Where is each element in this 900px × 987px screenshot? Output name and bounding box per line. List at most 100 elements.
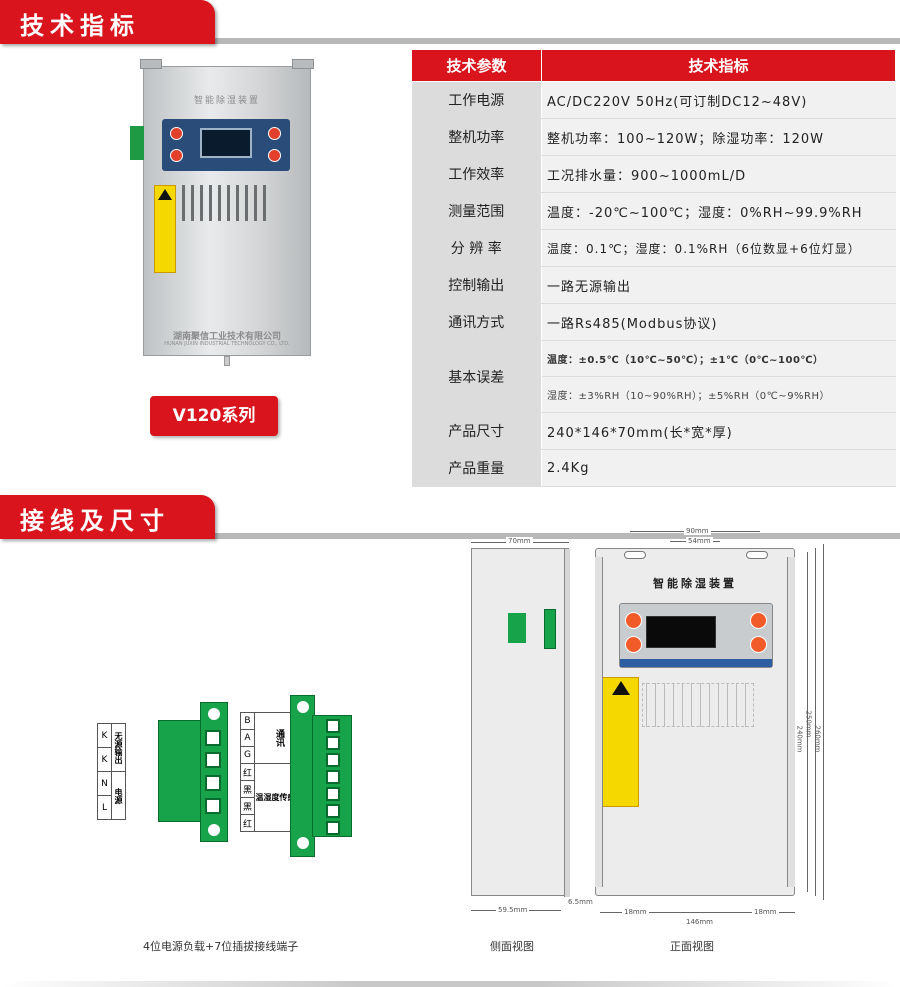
front-left-bracket (595, 557, 603, 887)
table-row: 整机功率整机功率：100~120W；除湿功率：120W (411, 118, 896, 156)
side-view-drawing (471, 548, 570, 897)
terminal-label: K (97, 723, 112, 748)
terminal-label: 黑 (240, 797, 255, 815)
side-terminal-icon (508, 613, 526, 643)
terminal-label: 无源输出 (111, 723, 126, 772)
spec-value: 湿度：±3%RH（10~90%RH）；±5%RH（0℃~9%RH） (541, 376, 896, 413)
spec-value: 整机功率：100~120W；除湿功率：120W (541, 118, 896, 156)
wire-slot-icon (326, 787, 340, 801)
mount-slot-icon (746, 551, 768, 559)
terminal-label: N (97, 771, 112, 796)
panel-button-icon (625, 612, 642, 629)
dim-line (823, 544, 824, 900)
wire-slot-icon (205, 775, 221, 791)
section-title-specs: 技术指标 (0, 0, 215, 44)
lcd-display (646, 616, 716, 648)
front-title: 智能除湿装置 (653, 577, 737, 590)
panel-button-icon (750, 612, 767, 629)
mount-ear-left (140, 59, 162, 69)
dim-line (600, 912, 795, 913)
spec-key: 产品尺寸 (411, 412, 542, 450)
terminal-label: K (97, 747, 112, 772)
panel-footer-strip (620, 659, 772, 667)
terminal-label: 红 (240, 763, 255, 781)
company-name-cn: 湖南聚信工业技术有限公司 (172, 332, 281, 342)
panel-button-icon (268, 127, 281, 140)
table-row: 基本误差温度：±0.5℃（10℃~50℃）；±1℃（0℃~100℃） (411, 340, 896, 413)
terminal-label: B (240, 712, 255, 730)
spec-value: 工况排水量：900~1000mL/D (541, 155, 896, 193)
side-view-caption: 侧面视图 (490, 940, 534, 953)
section-divider-1 (0, 38, 900, 44)
dim-side-depth: 6.5mm (568, 898, 593, 906)
table-row: 测量范围温度：-20℃~100℃；湿度：0%RH~99.9%RH (411, 192, 896, 230)
vent-slots (642, 683, 754, 727)
front-control-panel (619, 603, 773, 668)
front-right-bracket (787, 557, 795, 887)
lcd-display (200, 128, 252, 158)
spec-value: 温度：0.1℃；湿度：0.1%RH（6位数显+6位灯显） (541, 229, 896, 267)
wire-slot-icon (326, 770, 340, 784)
section-divider-2 (0, 533, 900, 539)
table-row: 工作效率工况排水量：900~1000mL/D (411, 155, 896, 193)
table-row: 通讯方式一路Rs485(Modbus协议) (411, 303, 896, 341)
table-row: 分 辨 率温度：0.1℃；湿度：0.1%RH（6位数显+6位灯显） (411, 229, 896, 267)
spec-key: 工作电源 (411, 81, 542, 119)
terminal-label: 电源 (111, 771, 126, 820)
vent-slots (182, 185, 270, 221)
power-terminal-4pin (158, 720, 203, 822)
terminal-label: G (240, 746, 255, 764)
header-param: 技术参数 (411, 49, 542, 82)
product-photo: 智能除湿装置 湖南聚信工业技术有限公司 HUNAN JUXIN INDUSTRI… (140, 59, 314, 356)
spec-header-row: 技术参数 技术指标 (411, 49, 896, 82)
panel-button-icon (170, 149, 183, 162)
warning-label-icon (154, 185, 176, 273)
spec-value: 温度：-20℃~100℃；湿度：0%RH~99.9%RH (541, 192, 896, 230)
terminal-label: 黑 (240, 780, 255, 798)
power-terminal-plug (200, 702, 228, 842)
wire-slot-icon (205, 798, 221, 814)
side-bracket (564, 549, 570, 897)
front-view-caption: 正面视图 (670, 940, 714, 953)
screw-hole-icon (293, 833, 313, 853)
terminal-label: 红 (240, 814, 255, 832)
panel-button-icon (268, 149, 281, 162)
mount-ear-right (292, 59, 314, 69)
side-terminal-icon (544, 609, 556, 649)
dim-front-top2: 54mm (686, 537, 713, 545)
dim-front-h2: 250mm (804, 710, 813, 738)
dim-side-bottom: 59.5mm (496, 906, 530, 914)
spec-key: 通讯方式 (411, 303, 542, 341)
panel-button-icon (750, 636, 767, 653)
dim-front-h1: 240mm (795, 725, 804, 753)
dim-front-b1: 18mm (622, 908, 649, 916)
dim-side-top: 70mm (506, 537, 533, 545)
wire-slot-icon (326, 821, 340, 835)
wire-slot-icon (326, 719, 340, 733)
wire-slot-icon (205, 730, 221, 746)
table-row: 控制输出一路无源输出 (411, 266, 896, 304)
dim-front-b3: 18mm (752, 908, 779, 916)
front-view-drawing: 智能除湿装置 (595, 548, 795, 896)
screw-hole-icon (204, 704, 224, 724)
spec-value: 240*146*70mm(长*宽*厚) (541, 412, 896, 450)
table-row: 湿度：±3%RH（10~90%RH）；±5%RH（0℃~9%RH） (412, 376, 896, 413)
spec-key: 基本误差 (411, 340, 542, 413)
model-badge: V120系列 (150, 396, 278, 436)
panel-button-icon (170, 127, 183, 140)
dim-line (815, 548, 816, 896)
dim-front-b2: 146mm (684, 918, 715, 926)
screw-hole-icon (204, 820, 224, 840)
sensor-label: 温湿度 (255, 793, 280, 802)
screw-hole-icon (293, 697, 313, 717)
terminal-block-icon (130, 126, 144, 160)
panel-button-icon (625, 636, 642, 653)
spec-key: 分 辨 率 (411, 229, 542, 267)
control-panel (162, 119, 290, 171)
spec-key: 产品重量 (411, 449, 542, 487)
